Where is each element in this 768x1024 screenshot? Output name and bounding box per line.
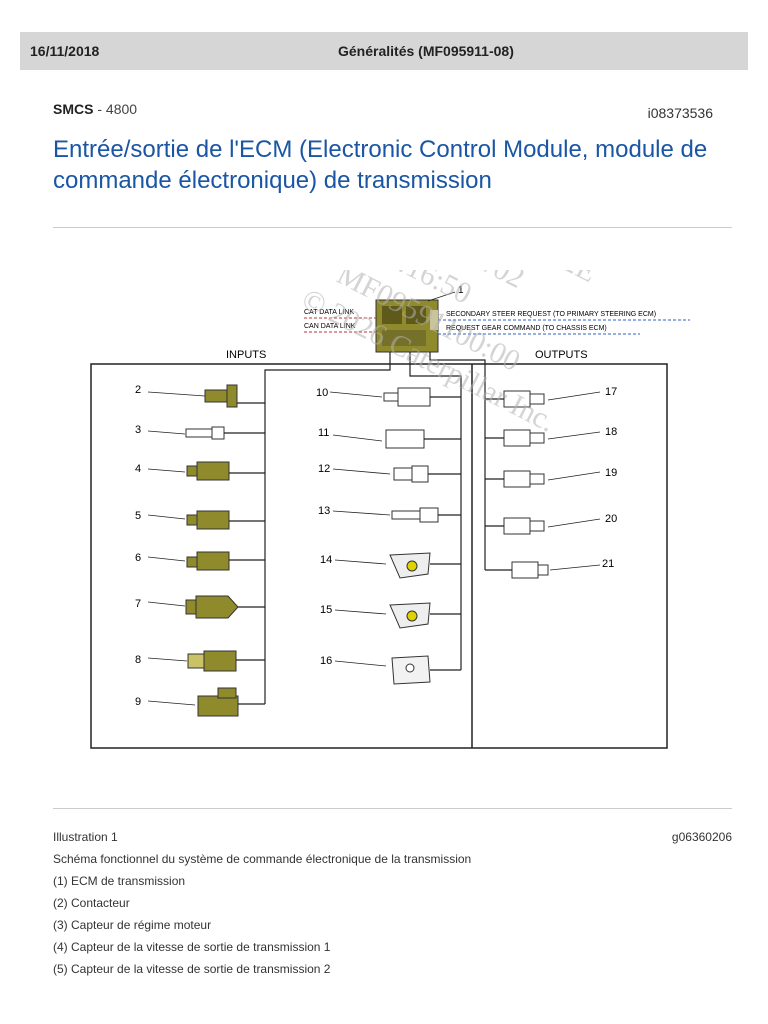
inputs-label: INPUTS [226, 349, 266, 361]
label-7: 7 [135, 598, 141, 610]
label-14: 14 [320, 554, 332, 566]
output-20-solenoid [485, 517, 601, 535]
label-2: 2 [135, 384, 141, 396]
smcs-code: SMCS - 4800 [53, 101, 137, 117]
label-11: 11 [318, 427, 329, 439]
header-date: 16/11/2018 [30, 43, 100, 59]
graphic-id: g06360206 [671, 830, 732, 844]
output-18-solenoid [485, 429, 601, 447]
caption-item: (1) ECM de transmission [53, 874, 186, 888]
input-4-output-speed-sensor-1 [147, 461, 265, 481]
figure-caption: Illustration 1 g06360206 Schéma fonction… [53, 829, 732, 983]
input-14-sensor [334, 552, 461, 579]
caption-item: (5) Capteur de la vitesse de sortie de t… [53, 962, 331, 976]
label-6: 6 [135, 552, 141, 564]
divider-bottom [53, 808, 732, 809]
caption-description: Schéma fonctionnel du système de command… [53, 852, 472, 866]
smcs-separator: - [93, 101, 106, 117]
input-11-sensor [332, 429, 461, 449]
smcs-label: SMCS [53, 101, 94, 117]
input-7-sensor [147, 595, 265, 619]
label-13: 13 [318, 505, 330, 517]
label-18: 18 [605, 426, 617, 438]
ecm-module [375, 299, 439, 353]
output-21-solenoid [485, 561, 601, 579]
ecm-number: 1 [458, 285, 464, 296]
outputs-label: OUTPUTS [535, 349, 588, 361]
label-20: 20 [605, 513, 617, 525]
secondary-steer-label: SECONDARY STEER REQUEST (TO PRIMARY STEE… [446, 311, 656, 318]
input-2-switch [147, 384, 265, 408]
caption-item: (3) Capteur de régime moteur [53, 918, 212, 932]
illustration-label: Illustration 1 [53, 830, 118, 844]
input-10-sensor [329, 387, 461, 407]
input-8-sensor [147, 650, 265, 672]
header-document-title: Généralités (MF095911-08) [338, 43, 514, 59]
divider-top [53, 227, 732, 228]
can-data-link-label: CAN DATA LINK [304, 323, 356, 330]
label-17: 17 [605, 386, 617, 398]
label-15: 15 [320, 604, 332, 616]
page-header-bar: 16/11/2018 Généralités (MF095911-08) [20, 32, 748, 70]
label-9: 9 [135, 696, 141, 708]
page-title: Entrée/sortie de l'ECM (Electronic Contr… [53, 136, 708, 194]
label-4: 4 [135, 463, 141, 475]
inputs-outputs-frame [90, 363, 668, 749]
caption-item: (2) Contacteur [53, 896, 130, 910]
label-19: 19 [605, 467, 617, 479]
input-9-sensor [147, 687, 265, 717]
label-10: 10 [316, 387, 328, 399]
smcs-number: 4800 [105, 101, 138, 117]
request-gear-label: REQUEST GEAR COMMAND (TO CHASSIS ECM) [446, 325, 607, 332]
cat-data-link-label: CAT DATA LINK [304, 309, 354, 316]
output-17-solenoid [485, 390, 601, 408]
document-id: i08373536 [647, 105, 713, 121]
input-13-sensor [332, 507, 461, 523]
input-12-sensor [332, 465, 461, 483]
label-3: 3 [135, 424, 141, 436]
label-5: 5 [135, 510, 141, 522]
input-15-sensor [334, 602, 461, 629]
caption-item: (4) Capteur de la vitesse de sortie de t… [53, 940, 331, 954]
input-16-sensor [334, 655, 461, 685]
input-6-sensor [147, 551, 265, 571]
label-12: 12 [318, 463, 330, 475]
label-16: 16 [320, 655, 332, 667]
input-3-engine-speed-sensor [147, 426, 265, 440]
output-19-solenoid [485, 470, 601, 488]
input-5-output-speed-sensor-2 [147, 510, 265, 530]
label-8: 8 [135, 654, 141, 666]
wiring-diagram: INPUTS OUTPUTS 1 CAT DATA LINK CAN DATA … [0, 174, 768, 770]
label-21: 21 [602, 558, 614, 570]
